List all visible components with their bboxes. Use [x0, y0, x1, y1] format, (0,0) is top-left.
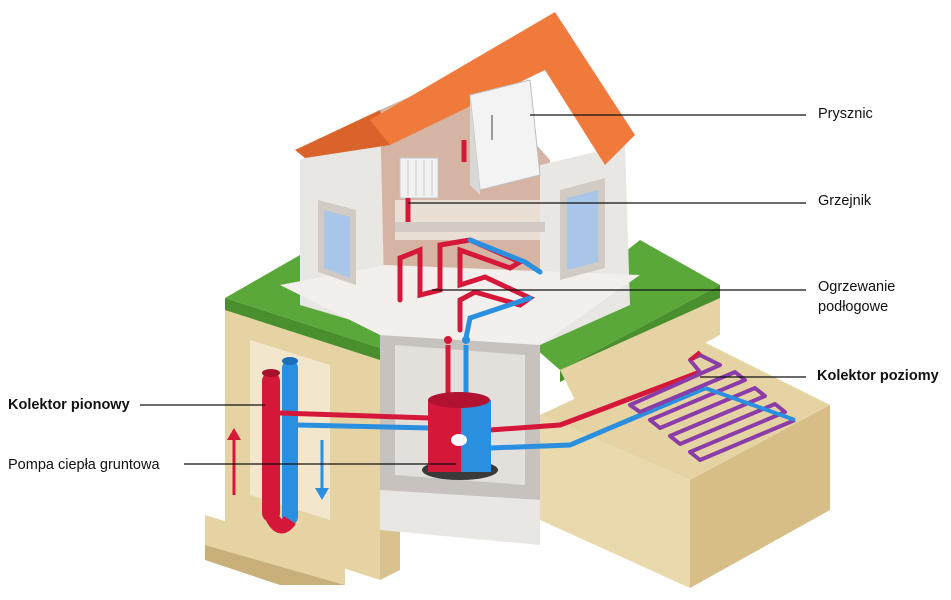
label-horizontal-collector: Kolektor poziomy — [817, 366, 939, 386]
label-shower: Prysznic — [818, 104, 873, 124]
heat-pump-icon — [422, 392, 498, 480]
label-floor-heating-line2: podłogowe — [818, 297, 895, 317]
label-vertical-collector: Kolektor pionowy — [8, 395, 130, 415]
shower-icon — [470, 80, 540, 195]
window-right — [560, 178, 605, 280]
label-floor-heating-line1: Ogrzewanie — [818, 277, 895, 297]
label-ground-heat-pump: Pompa ciepła gruntowa — [8, 455, 160, 475]
label-floor-heating: Ogrzewanie podłogowe — [818, 277, 895, 317]
label-radiator: Grzejnik — [818, 191, 871, 211]
window-left — [318, 200, 356, 285]
